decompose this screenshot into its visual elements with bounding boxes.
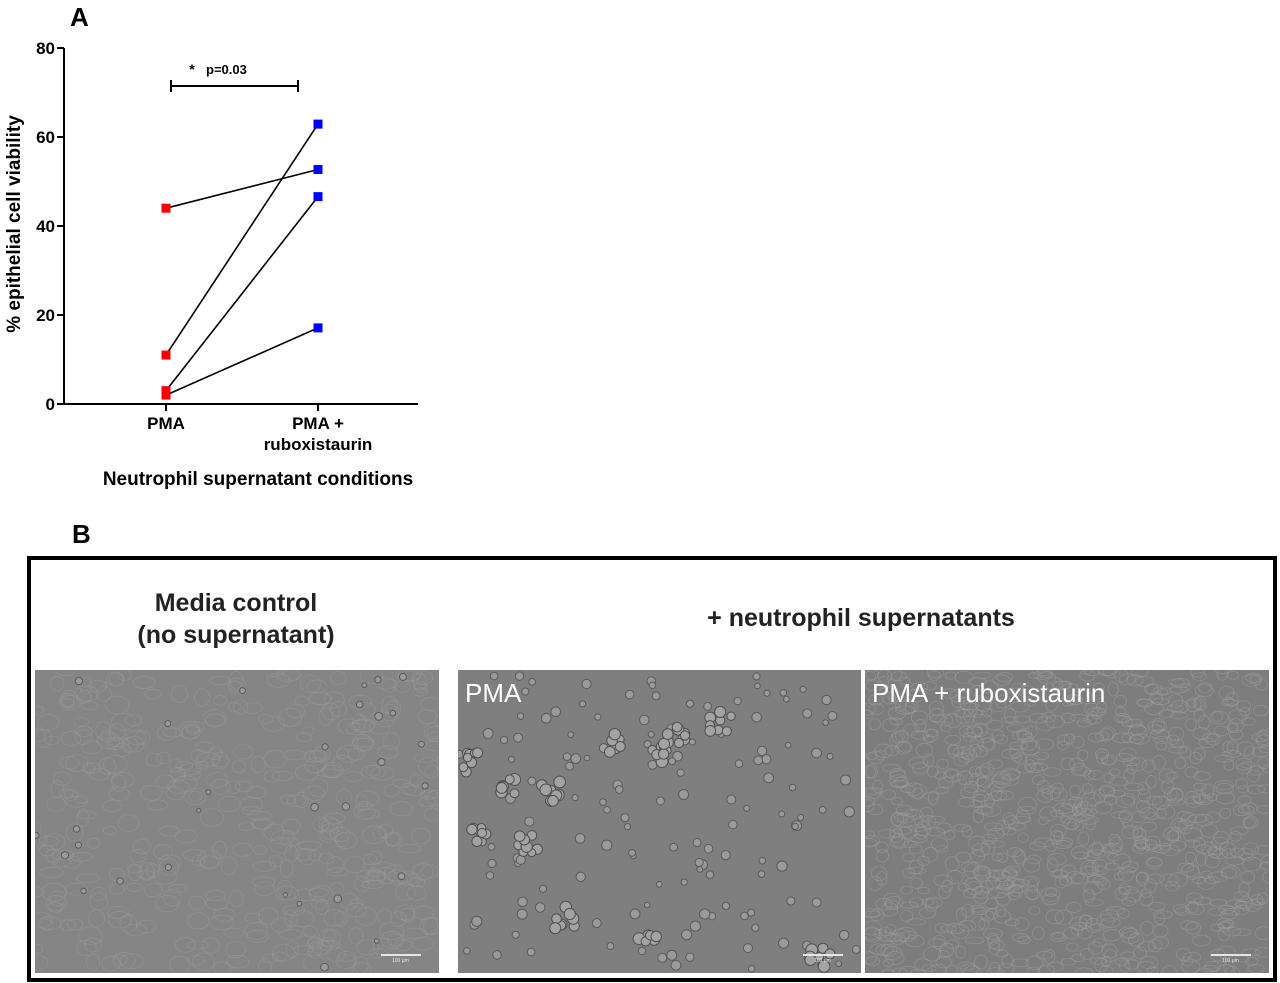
x-tick-label-line: ruboxistaurin	[264, 435, 373, 454]
y-tick-label: 0	[46, 395, 55, 414]
pair-line	[165, 168, 319, 209]
x-axis-label: Neutrophil supernatant conditions	[103, 469, 413, 490]
y-tick-label: 20	[36, 306, 55, 325]
pma-ruboxistaurin-point	[313, 192, 323, 202]
pma-point	[161, 350, 171, 360]
scale-bar	[803, 954, 843, 956]
x-tick-label-line: PMA	[147, 414, 185, 433]
pma-point	[161, 203, 171, 213]
micrograph-pma-label: PMA	[465, 678, 522, 708]
scale-bar	[1211, 954, 1251, 956]
x-tick-label: PMA	[147, 414, 185, 433]
panel-b-letter: B	[72, 519, 91, 549]
panel-a-letter: A	[70, 2, 89, 32]
micrograph-media-control: 100 µm	[35, 670, 439, 973]
scale-bar	[381, 954, 421, 956]
neutrophil-supernatants-title: + neutrophil supernatants	[707, 604, 1015, 632]
y-tick-label: 40	[36, 217, 55, 236]
y-tick-label: 60	[36, 128, 55, 147]
y-tick-label: 80	[36, 39, 55, 58]
p-value-label: p=0.03	[206, 62, 247, 77]
micrograph-pma-ruboxistaurin-label: PMA + ruboxistaurin	[872, 678, 1106, 708]
pma-ruboxistaurin-point	[313, 323, 323, 333]
pair-line	[165, 123, 319, 356]
pair-line	[165, 196, 319, 392]
significance-star: *	[189, 61, 195, 77]
scale-bar-label: 100 µm	[1222, 958, 1239, 964]
pma-ruboxistaurin-point	[313, 164, 323, 174]
scale-bar-label: 100 µm	[392, 958, 409, 964]
x-tick-label: PMA + ruboxistaurin	[264, 414, 373, 454]
micrograph-pma: PMA 100 µm	[458, 670, 861, 973]
micrograph-frame: Media control (no supernatant) + neutrop…	[27, 556, 1277, 982]
pma-ruboxistaurin-point	[313, 119, 323, 129]
micrograph-pma-ruboxistaurin: PMA + ruboxistaurin 100 µm	[865, 670, 1269, 973]
y-axis-label: % epithelial cell viability	[4, 115, 25, 333]
media-control-title: Media control (no supernatant)	[137, 589, 335, 649]
x-tick-label-line: PMA +	[292, 414, 344, 433]
pma-point	[161, 390, 171, 400]
pair-line	[165, 327, 319, 396]
scale-bar-label: 100 µm	[814, 958, 831, 964]
